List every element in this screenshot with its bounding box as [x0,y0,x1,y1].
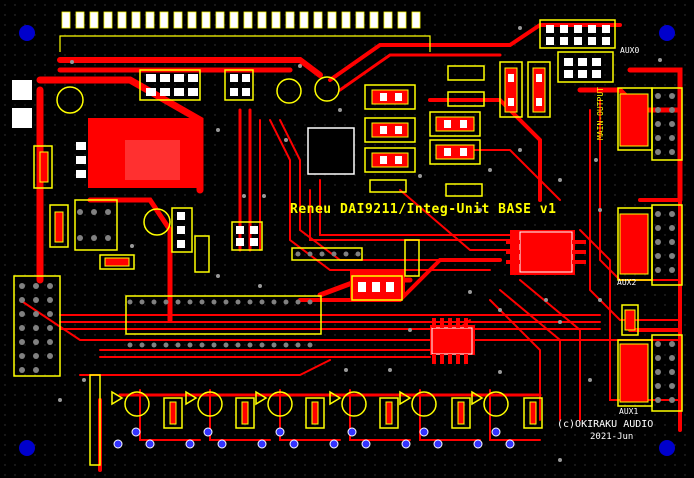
white-pads [12,25,610,292]
top-header-pads [59,11,431,52]
bottom-jack-pads [113,427,515,449]
ic-packages [307,127,586,364]
mounting-holes [19,25,675,456]
aux0-label: AUX0 [620,46,640,55]
header-holes [19,93,675,403]
aux1-label: AUX1 [619,407,639,416]
copyright-label: (c)OKIRAKU AUDIO [557,419,654,430]
main-output-label: MAIN-OUTPUT [596,87,605,140]
vias [58,26,662,462]
copper-pours [88,118,575,355]
date-label: 2021-Jun [590,432,634,442]
silkscreen-outlines [13,19,683,466]
aux2-label: AUX2 [617,278,637,287]
board-title: Reneu DAI9211/Integ-Unit BASE v1 [290,202,557,217]
